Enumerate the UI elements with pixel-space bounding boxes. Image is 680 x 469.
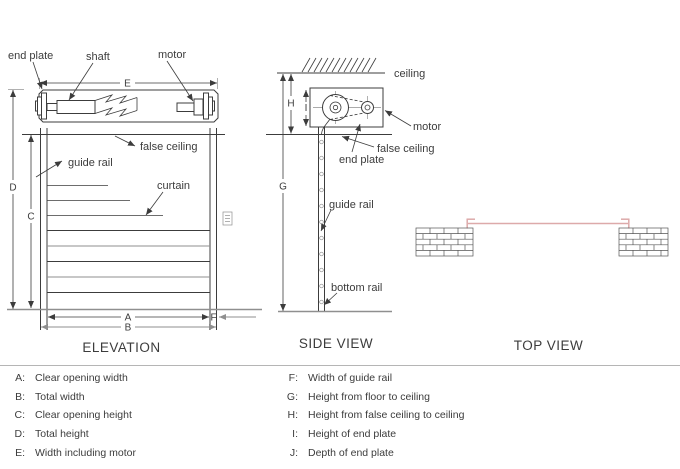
brick-wall-left	[415, 227, 474, 257]
legend-letter: F:	[288, 372, 298, 385]
dim-B: B	[41, 323, 216, 334]
legend-letter: B:	[15, 390, 25, 403]
label-false-ceiling-side: false ceiling	[341, 135, 434, 155]
legend-letter: J:	[289, 446, 298, 459]
guide-rails	[40, 128, 217, 330]
legend-text: Width including motor	[35, 446, 136, 459]
motor-drawing	[176, 98, 204, 116]
shaft-label: shaft	[86, 51, 110, 63]
dim-G: G	[279, 74, 287, 311]
dim-label-E: E	[124, 79, 131, 90]
legend-text: Height of end plate	[308, 428, 397, 441]
side-view-title: SIDE VIEW	[299, 336, 373, 351]
dim-label-H: H	[287, 99, 294, 110]
legend-item: A: Clear opening width	[0, 369, 136, 388]
shaft-drawing	[46, 94, 138, 117]
legend-item: J: Depth of end plate	[273, 443, 464, 462]
false-ceiling-label: false ceiling	[140, 141, 197, 153]
end-plate-label: end plate	[339, 154, 384, 166]
dim-label-G: G	[279, 182, 287, 193]
guide-rail-label: guide rail	[329, 199, 374, 211]
legend-letter: G:	[286, 390, 298, 403]
label-bottom-rail: bottom rail	[323, 282, 382, 306]
ceiling-hatch	[301, 57, 377, 73]
dim-label-I: I	[305, 103, 308, 114]
label-curtain: curtain	[145, 180, 190, 216]
legend-item: D: Total height	[0, 425, 136, 444]
ceiling-label: ceiling	[394, 68, 425, 80]
label-false-ceiling-elevation: false ceiling	[114, 135, 197, 153]
dim-label-B: B	[125, 323, 132, 334]
legend-column-left: A: Clear opening width B: Total width C:…	[0, 369, 136, 462]
brick-wall-right	[618, 227, 669, 257]
shaft-drum-icon	[322, 94, 349, 121]
legend-letter: H:	[287, 409, 299, 422]
false-ceiling-label: false ceiling	[377, 143, 434, 155]
curtain-label: curtain	[157, 180, 190, 192]
legend-text: Width of guide rail	[308, 372, 393, 385]
legend-letter: A:	[15, 372, 25, 385]
top-view-title: TOP VIEW	[514, 338, 584, 353]
dim-F: F	[210, 313, 256, 324]
label-guide-rail-elevation: guide rail	[35, 157, 113, 178]
legend-text: Height from false ceiling to ceiling	[308, 409, 465, 422]
legend-divider	[0, 365, 680, 366]
label-motor-elevation: motor	[158, 49, 194, 102]
motor-pulley-icon	[361, 101, 374, 114]
legend-item: E: Width including motor	[0, 443, 136, 462]
dim-label-F: F	[210, 313, 216, 324]
curtain-slats	[47, 185, 210, 293]
legend-letter: C:	[14, 409, 26, 422]
legend-item: H: Height from false ceiling to ceiling	[273, 406, 465, 425]
bottom-rail-label: bottom rail	[331, 282, 382, 294]
dim-C: C	[27, 135, 35, 308]
legend-text: Height from floor to ceiling	[308, 390, 430, 403]
legend-item: B: Total width	[0, 388, 136, 407]
side-view: ceiling G H I	[266, 57, 441, 351]
legend-item: F: Width of guide rail	[273, 369, 464, 388]
technical-drawing: E D	[7, 49, 669, 355]
legend-column-right: F: Width of guide rail G: Height from fl…	[273, 369, 465, 462]
dim-I: I	[303, 90, 309, 126]
legend-text: Clear opening height	[35, 409, 132, 422]
end-plate-box	[309, 87, 384, 128]
guide-rail-label: guide rail	[68, 157, 113, 169]
dim-label-A: A	[125, 313, 132, 324]
legend-item: G: Height from floor to ceiling	[273, 388, 464, 407]
curtain-rollers	[319, 139, 324, 305]
legend-letter: D:	[14, 428, 26, 441]
label-end-plate: end plate	[8, 50, 53, 90]
dim-label-C: C	[27, 212, 34, 223]
dim-label-D: D	[9, 183, 16, 194]
motor-label: motor	[158, 49, 186, 61]
end-plate-label: end plate	[8, 50, 53, 62]
label-end-plate-side: end plate	[339, 123, 384, 166]
dim-D: D	[8, 89, 24, 309]
label-guide-rail-side: guide rail	[320, 199, 374, 232]
control-box	[222, 211, 233, 226]
label-shaft: shaft	[68, 51, 110, 101]
label-motor-side: motor	[384, 110, 441, 133]
legend-item: I: Height of end plate	[273, 425, 464, 444]
legend-text: Total height	[35, 428, 89, 441]
legend-text: Depth of end plate	[308, 446, 394, 459]
legend-text: Total width	[35, 390, 85, 403]
top-view: TOP VIEW	[415, 218, 669, 353]
legend-item: C: Clear opening height	[0, 406, 136, 425]
legend-text: Clear opening width	[35, 372, 128, 385]
elevation-view: E D	[7, 49, 262, 355]
end-plate-left	[35, 92, 47, 120]
elevation-title: ELEVATION	[82, 340, 160, 355]
side-guide-rail	[318, 118, 331, 312]
dim-H: H	[287, 74, 295, 134]
legend-letter: E:	[15, 446, 25, 459]
dim-A: A	[48, 313, 209, 324]
dim-E: E	[39, 78, 218, 90]
end-plate-right	[203, 92, 215, 120]
belt-lines	[329, 95, 365, 120]
curtain-top-line	[466, 218, 630, 229]
legend-letter: I:	[292, 428, 298, 441]
motor-label: motor	[413, 121, 441, 133]
